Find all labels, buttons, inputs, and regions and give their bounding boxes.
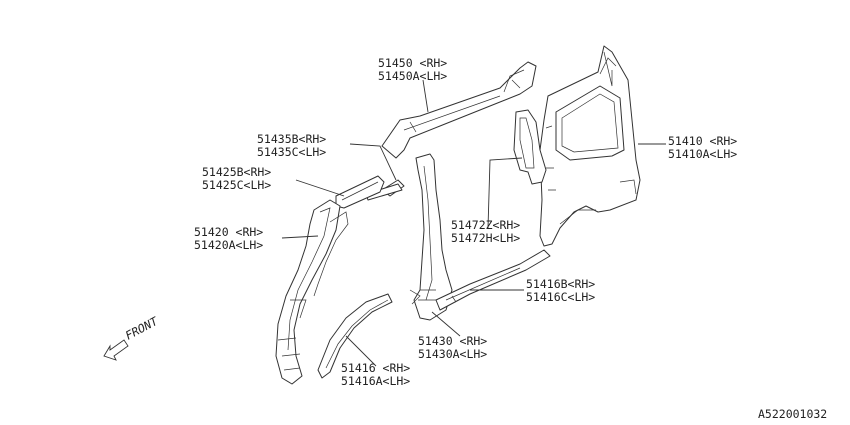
front-label: FRONT [123,314,161,343]
diagram-code: A522001032 [758,407,827,421]
part-51450-roof-rail [381,61,537,159]
label-51430-rh: 51430 <RH> [418,334,487,348]
label-51472-rh: 51472Z<RH> [451,218,520,232]
label-51410-rh: 51410 <RH> [668,134,737,148]
part-51416b-sill [435,249,551,311]
label-51430-lh: 51430A<LH> [418,347,487,361]
label-51450-lh: 51450A<LH> [378,69,447,83]
leader-lines [281,79,666,367]
leader-51450 [422,79,429,113]
part-51472-pillar [513,109,547,185]
label-51416-rh: 51416 <RH> [341,361,410,375]
leader-51425 [295,179,345,197]
part-51416-wheel-arch [317,293,393,379]
leader-51472 [487,157,523,229]
part-51410-quarter-panel [539,45,641,247]
part-labels: 51450 <RH> 51450A<LH> 51435B<RH> 51435C<… [194,56,737,388]
label-51435-rh: 51435B<RH> [257,132,326,146]
label-51425-rh: 51425B<RH> [202,165,271,179]
leader-51416 [345,335,377,367]
label-51472-lh: 51472H<LH> [451,231,520,245]
label-51420-lh: 51420A<LH> [194,238,263,252]
label-51435-lh: 51435C<LH> [257,145,326,159]
label-51416-lh: 51416A<LH> [341,374,410,388]
label-51450-rh: 51450 <RH> [378,56,447,70]
label-51416b-lh: 51416C<LH> [526,290,595,304]
part-51420-front-pillar [275,199,349,385]
part-51425-upper-panel [335,175,385,209]
label-51410-lh: 51410A<LH> [668,147,737,161]
label-51416b-rh: 51416B<RH> [526,277,595,291]
label-51420-rh: 51420 <RH> [194,225,263,239]
front-arrow-icon [103,339,129,361]
label-51425-lh: 51425C<LH> [202,178,271,192]
front-indicator: FRONT [103,314,161,361]
leader-51430 [431,311,461,337]
leader-51420 [281,235,319,239]
leader-51435 [349,143,397,181]
